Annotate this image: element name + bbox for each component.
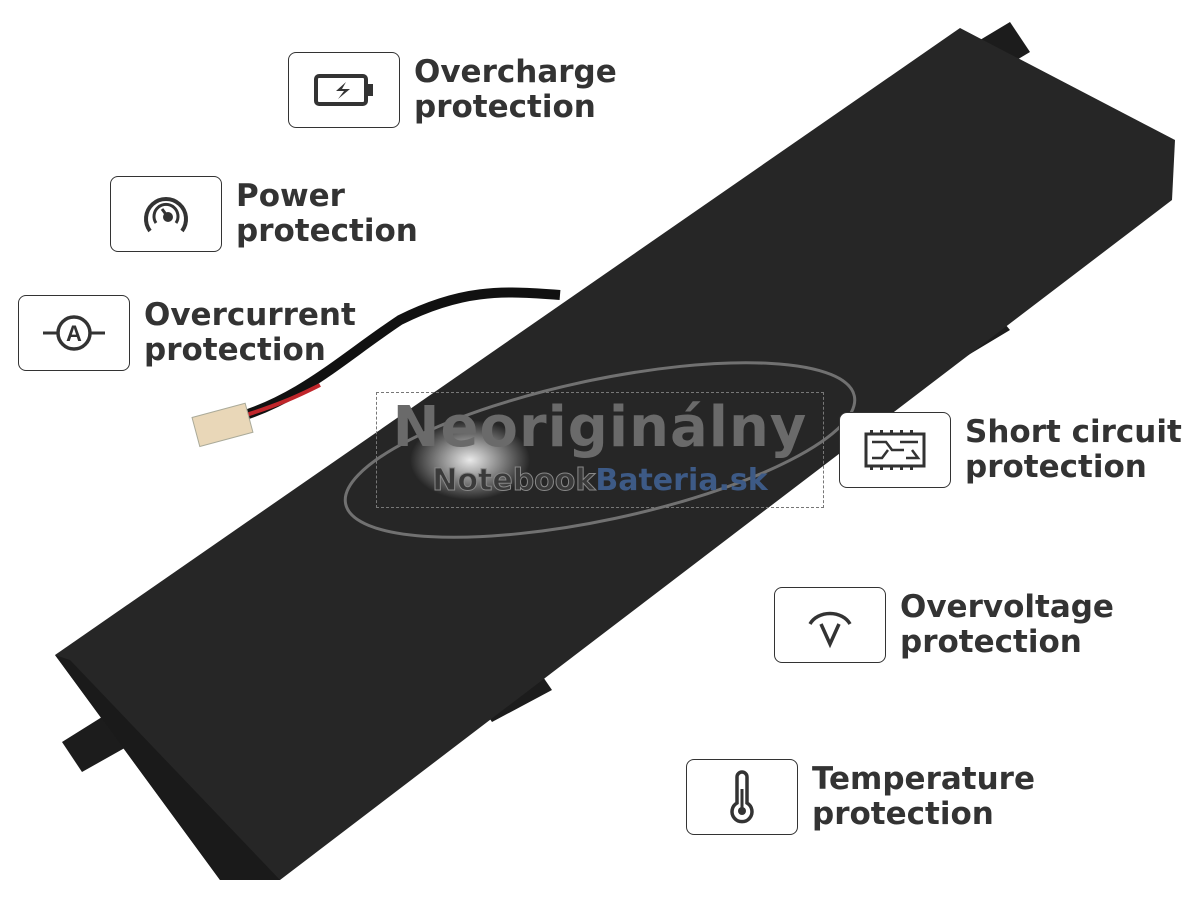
feature-subtitle: protection xyxy=(236,213,418,249)
ammeter-icon: A xyxy=(18,295,130,371)
watermark-line2: NotebookBateria.sk xyxy=(377,463,823,499)
watermark-notebook: Notebook xyxy=(432,463,596,499)
feature-subtitle: protection xyxy=(812,796,994,832)
voltage-icon xyxy=(774,587,886,663)
feature-title: Temperature xyxy=(812,761,1035,797)
feature-title: Overvoltage xyxy=(900,589,1114,625)
svg-text:A: A xyxy=(66,321,82,346)
feature-subtitle: protection xyxy=(900,624,1082,660)
cable xyxy=(228,287,561,425)
feature-subtitle: protection xyxy=(965,449,1147,485)
connector xyxy=(191,402,254,448)
feature-title: Power xyxy=(236,178,345,214)
gauge-icon xyxy=(110,176,222,252)
watermark: Neoriginálny NotebookBateria.sk xyxy=(376,392,824,508)
feature-subtitle: protection xyxy=(414,89,596,125)
watermark-bateria: Bateria.sk xyxy=(595,463,768,498)
watermark-line1: Neoriginálny xyxy=(392,395,808,460)
battery-charge-icon xyxy=(288,52,400,128)
feature-title: Overcurrent xyxy=(144,297,356,333)
feature-subtitle: protection xyxy=(144,332,326,368)
feature-title: Short circuit xyxy=(965,414,1182,450)
battery-body xyxy=(55,28,1175,880)
circuit-board-icon xyxy=(839,412,951,488)
thermometer-icon xyxy=(686,759,798,835)
feature-title: Overcharge xyxy=(414,54,617,90)
